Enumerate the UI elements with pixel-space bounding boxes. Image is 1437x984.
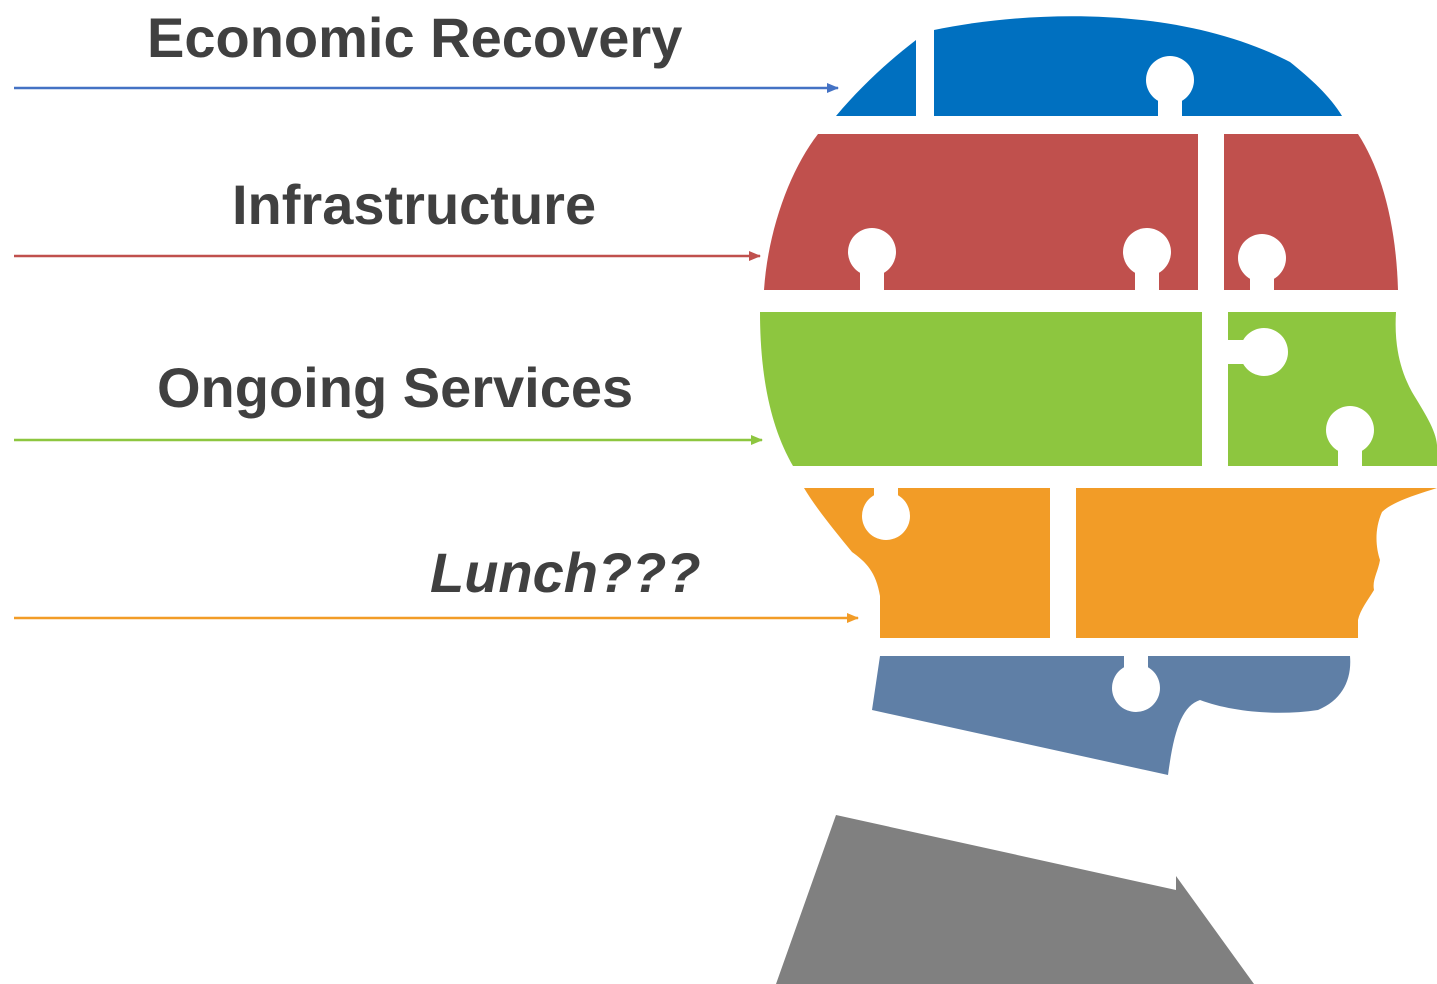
head-band-infrastructure — [764, 134, 1398, 292]
head-band-jaw — [872, 654, 1351, 775]
head-band-lunch — [804, 486, 1437, 638]
neck-shape — [776, 815, 1254, 984]
label-lunch: Lunch??? — [430, 541, 701, 604]
label-ongoing-services: Ongoing Services — [157, 356, 634, 419]
label-economic-recovery: Economic Recovery — [147, 6, 683, 69]
head-band-economic-recovery — [836, 16, 1342, 118]
head-band-ongoing-services — [760, 312, 1437, 468]
label-infrastructure: Infrastructure — [232, 173, 597, 236]
